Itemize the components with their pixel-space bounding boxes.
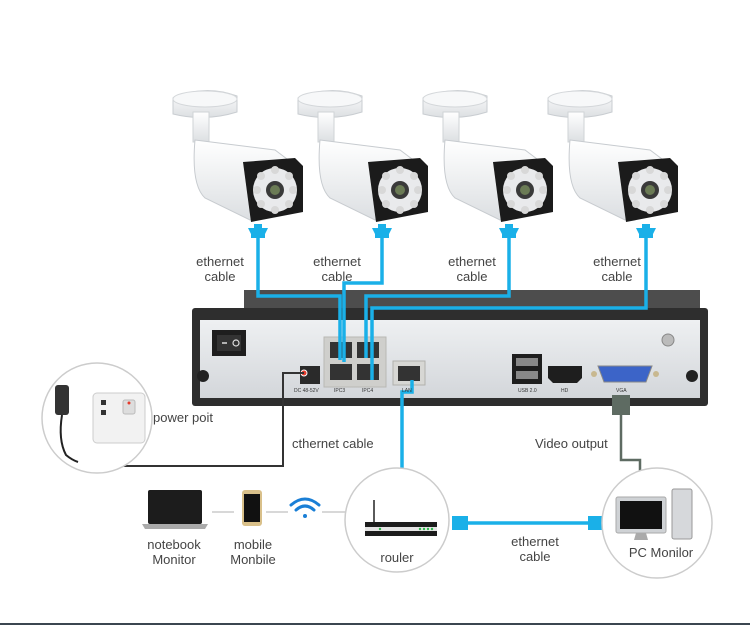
camera-3-cable-label: ethernet cable: [437, 254, 507, 284]
camera-4-cable-label: ethernet cable: [582, 254, 652, 284]
bullet-camera-icon: [422, 89, 554, 223]
label-line: cable: [601, 269, 633, 284]
vga-connector: [612, 395, 630, 415]
label-line: cable: [204, 269, 236, 284]
video-output-label: Video output: [535, 436, 608, 451]
router-label: rouler: [380, 550, 414, 565]
port-label-ipc4: IPC4: [362, 388, 374, 394]
mobile-label: mobile Monbile: [222, 537, 284, 567]
power-cable: [87, 372, 304, 467]
label-line: Monitor: [152, 552, 196, 567]
power-point-label: power poit: [153, 410, 213, 425]
camera-2-cable-label: ethernet cable: [302, 254, 372, 284]
label-line: ethernet: [593, 254, 641, 269]
label-line: ethernet: [313, 254, 361, 269]
bottom-rule: [0, 623, 750, 625]
notebook-label: notebook Monitor: [138, 537, 210, 567]
port-label-usb: USB 2.0: [518, 388, 537, 394]
port-label-lan: LAN: [402, 388, 412, 394]
port-label-vga: VGA: [616, 388, 627, 394]
wifi-icon: [289, 497, 321, 518]
router-circle: [344, 467, 450, 573]
port-label-power: DC 48-52V: [294, 388, 319, 394]
vga-port: [597, 365, 653, 383]
bullet-camera-icon: [172, 89, 304, 223]
nvr-front-panel: [200, 320, 700, 398]
label-line: notebook: [147, 537, 201, 552]
label-line: Monbile: [230, 552, 276, 567]
pc-monitor-label: PC Monilor: [628, 545, 694, 560]
hdmi-port: [548, 366, 582, 383]
ethernet-cables: [256, 230, 648, 525]
ethernet-to-router-label: cthernet cable: [292, 436, 374, 451]
label-line: ethernet: [196, 254, 244, 269]
camera-1-cable-label: ethernet cable: [185, 254, 255, 284]
label-line: cable: [456, 269, 488, 284]
label-line: cable: [519, 549, 551, 564]
wall-socket-icon: [92, 392, 146, 444]
label-line: ethernet: [511, 534, 559, 549]
power-adapter-icon: [55, 385, 69, 415]
laptop-icon: [148, 490, 202, 524]
port-label-hd: HD: [561, 388, 569, 394]
port-label-ipc3: IPC3: [334, 388, 346, 394]
bullet-camera-icon: [547, 89, 679, 223]
label-line: ethernet: [448, 254, 496, 269]
bullet-camera-icon: [297, 89, 429, 223]
label-line: mobile: [233, 537, 273, 552]
label-line: cable: [321, 269, 353, 284]
router-pc-cable-label: ethernet cable: [500, 534, 570, 564]
